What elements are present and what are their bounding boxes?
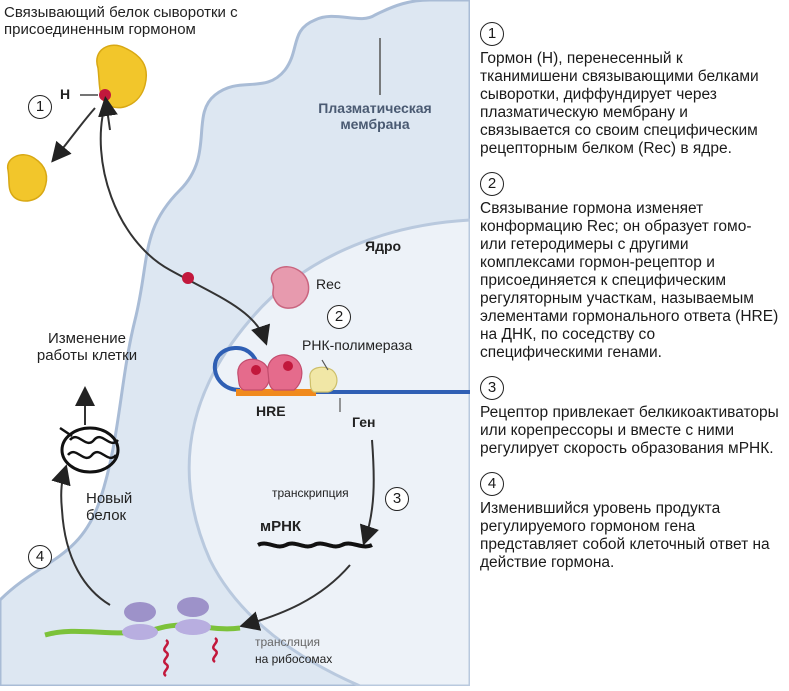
mrna-translation <box>44 622 241 638</box>
hre-label: HRE <box>256 403 286 419</box>
membrane-label: Плазматическая мембрана <box>318 100 432 133</box>
receptor-dimer <box>237 354 303 391</box>
translation-label: трансляция <box>255 635 321 649</box>
step-4-number: 4 <box>480 472 504 496</box>
hormone-attached <box>99 89 111 101</box>
mrna-strand <box>257 541 373 549</box>
step-1-number: 1 <box>480 22 504 46</box>
hormone-label: Н <box>60 86 71 102</box>
step-4: 4 Изменившийся уровень продукта регулиру… <box>480 472 780 572</box>
step-2-number: 2 <box>480 172 504 196</box>
diagram-canvas <box>0 0 472 688</box>
new-protein-label: Новый белок <box>86 490 133 525</box>
rna-polymerase-label: РНК-полимераза <box>302 337 413 353</box>
arrow-translation-up <box>51 464 111 606</box>
hormone-action-diagram: Связывающий белок сыворотки с присоедине… <box>0 0 472 688</box>
step-3-text: Рецептор привлекает белкикоактиваторы ил… <box>480 404 779 457</box>
new-protein <box>59 426 120 474</box>
mrna-label: мРНК <box>260 518 302 535</box>
step-2-text: Связывание гормона изменяет конформацию … <box>480 200 779 361</box>
arrow-transcription <box>359 439 379 546</box>
step-2: 2 Связывание гормона изменяет конформаци… <box>480 172 780 362</box>
hormone-free <box>182 272 194 284</box>
step-1: 1 Гормон (Н), перенесенный к тканимишени… <box>480 22 780 158</box>
arrow-hormone-to-nucleus <box>99 104 271 346</box>
coactivator <box>309 366 338 393</box>
nascent-protein-1 <box>163 638 169 678</box>
ribosome-1 <box>122 602 158 640</box>
diagram-step-marker-1: 1 <box>28 95 52 119</box>
arrow-protein-release <box>51 107 96 163</box>
hre-segment <box>236 389 316 396</box>
binding-protein-label: Связывающий белок сыворотки с присоедине… <box>4 4 238 39</box>
step-descriptions: 1 Гормон (Н), перенесенный к тканимишени… <box>480 22 780 586</box>
step-3-number: 3 <box>480 376 504 400</box>
diagram-step-marker-4: 4 <box>28 545 52 569</box>
nucleus-label: Ядро <box>365 238 402 254</box>
on-ribosomes-label: на рибосомах <box>255 652 333 666</box>
ribosome-2 <box>175 597 211 635</box>
diagram-step-marker-3: 3 <box>385 487 409 511</box>
step-1-text: Гормон (Н), перенесенный к тканимишени с… <box>480 50 759 157</box>
receptor-rec <box>270 266 310 309</box>
free-binding-protein <box>7 154 48 202</box>
arrow-mrna-export <box>239 564 351 631</box>
cell-change-label: Изменение работы клетки <box>36 330 138 365</box>
rec-label: Rec <box>316 276 341 292</box>
step-4-text: Изменившийся уровень продукта регулируем… <box>480 500 770 571</box>
nascent-protein-2 <box>212 636 218 664</box>
step-3: 3 Рецептор привлекает белкикоактиваторы … <box>480 376 780 458</box>
diagram-step-marker-2: 2 <box>327 305 351 329</box>
arrow-hormone-up <box>98 96 118 131</box>
transcription-label: транскрипция <box>272 486 349 500</box>
rna-polymerase-pointer <box>321 359 329 371</box>
gene-label: Ген <box>352 414 376 430</box>
